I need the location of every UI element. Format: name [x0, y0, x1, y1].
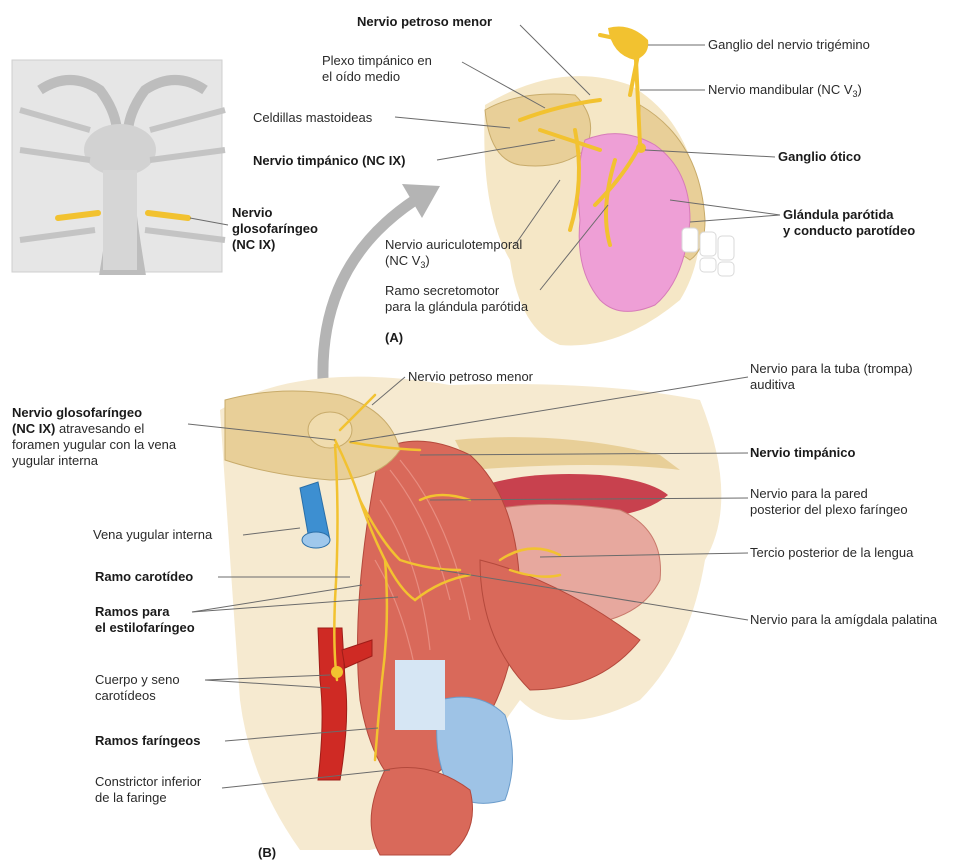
label-b-pharyngeal-branches: Ramos faríngeos	[95, 733, 200, 749]
label-b-auditory-tube-nerve: Nervio para la tuba (trompa) auditiva	[750, 361, 913, 393]
label-b-pharyngeal-wall-nerve: Nervio para la pared posterior del plexo…	[750, 486, 908, 518]
panel-b-illustration	[220, 377, 721, 855]
label-b-inferior-constrictor: Constrictor inferior de la faringe	[95, 774, 201, 806]
label-a-lesser-petrosal-nerve: Nervio petroso menor	[357, 14, 492, 30]
inset-brainstem-view	[12, 60, 225, 272]
label-inset-glossopharyngeal: Nervio glosofaríngeo (NC IX)	[232, 205, 318, 253]
label-b-glossopharyngeal-nerve: Nervio glosofaríngeo (NC IX) atravesando…	[12, 405, 176, 469]
label-b-palatine-tonsil-nerve: Nervio para la amígdala palatina	[750, 612, 937, 628]
label-a-tympanic-nerve: Nervio timpánico (NC IX)	[253, 153, 405, 169]
label-b-tympanic-nerve: Nervio timpánico	[750, 445, 855, 461]
label-b-lesser-petrosal-nerve: Nervio petroso menor	[408, 369, 533, 385]
label-a-trigeminal-ganglion: Ganglio del nervio trigémino	[708, 37, 870, 53]
carotid-body	[331, 666, 343, 678]
label-a-tympanic-plexus: Plexo timpánico en el oído medio	[322, 53, 432, 85]
label-a-mandibular-nerve: Nervio mandibular (NC V3)	[708, 82, 862, 102]
label-b-internal-jugular-vein: Vena yugular interna	[93, 527, 212, 543]
label-a-auriculotemporal-nerve: Nervio auriculotemporal (NC V3)	[385, 237, 522, 273]
otic-ganglion	[636, 143, 646, 153]
label-b-panel-tag: (B)	[258, 845, 276, 861]
label-b-carotid-branch: Ramo carotídeo	[95, 569, 193, 585]
label-a-parotid-gland: Glándula parótida y conducto parotídeo	[783, 207, 915, 239]
label-b-posterior-tongue: Tercio posterior de la lengua	[750, 545, 913, 561]
label-a-secretomotor-branch: Ramo secretomotor para la glándula parót…	[385, 283, 528, 315]
label-a-panel-tag: (A)	[385, 330, 403, 346]
label-b-carotid-body-sinus: Cuerpo y seno carotídeos	[95, 672, 180, 704]
label-a-mastoid-cells: Celdillas mastoideas	[253, 110, 372, 126]
label-a-otic-ganglion: Ganglio ótico	[778, 149, 861, 165]
label-b-stylopharyngeus-branches: Ramos para el estilofaríngeo	[95, 604, 195, 636]
